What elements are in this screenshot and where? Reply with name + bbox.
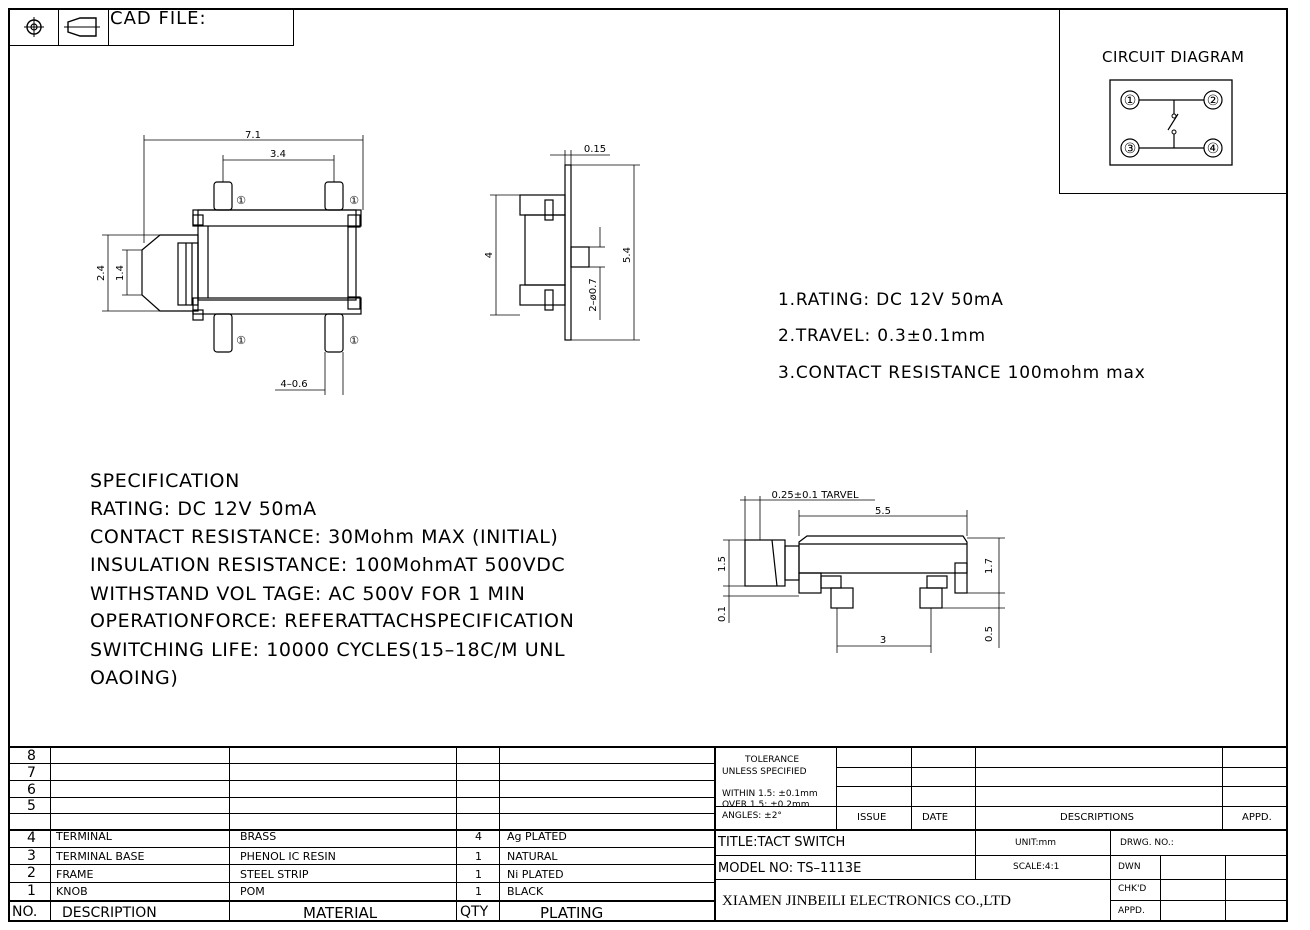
bom-plating-4: Ag PLATED (507, 830, 567, 843)
cad-file-box (8, 8, 294, 46)
pin-1-label: ① (1124, 93, 1137, 109)
bom-no-7: 7 (27, 765, 36, 781)
bom-header-plating: PLATING (540, 904, 604, 922)
pin-mark-1: ① (236, 194, 246, 207)
approved-label: APPD. (1118, 906, 1145, 916)
bom-no-8: 8 (27, 748, 36, 764)
bom-header-description: DESCRIPTION (62, 905, 157, 921)
pin-mark-3: ① (236, 334, 246, 347)
spec-withstand-voltage: WITHSTAND VOL TAGE: AC 500V FOR 1 MIN (90, 583, 526, 605)
scale-label: SCALE:4:1 (1013, 862, 1060, 872)
bom-material-3: PHENOL IC RESIN (240, 850, 336, 863)
drawing-frame (8, 8, 1288, 922)
bom-material-2: STEEL STRIP (240, 868, 309, 881)
bom-material-1: POM (240, 885, 265, 898)
bom-desc-2: FRAME (56, 868, 94, 881)
dim-pin-width: 4–0.6 (280, 379, 307, 390)
tolerance-within: WITHIN 1.5: ±0.1mm (722, 789, 818, 799)
appd-label: APPD. (1242, 812, 1272, 823)
bom-qty-2: 1 (475, 868, 482, 881)
dim-side-pin: 2–ø0.7 (588, 278, 599, 311)
spec-switching-life-cont: OAOING) (90, 667, 179, 689)
drawing-number-label: DRWG. NO.: (1120, 838, 1174, 848)
model-number: MODEL NO: TS–1113E (718, 861, 862, 876)
unit-label: UNIT:mm (1015, 838, 1057, 848)
bom-qty-1: 1 (475, 885, 482, 898)
note-contact-resistance: 3.CONTACT RESISTANCE 100mohm max (778, 363, 1146, 383)
dim-side-height: 4 (484, 252, 495, 258)
pin-3-label: ③ (1124, 141, 1137, 157)
dim-side-thickness: 0.15 (584, 144, 606, 155)
bom-material-4: BRASS (240, 830, 277, 843)
side-view-drawing: 0.15 4 5.4 2–ø0.7 (484, 144, 640, 341)
dim-left-outer: 2.4 (96, 265, 107, 281)
bom-no-3: 3 (27, 848, 36, 864)
circuit-diagram-box (1059, 8, 1288, 194)
circuit-diagram: ① ② ③ ④ (1109, 79, 1233, 166)
front-view-drawing: 0.25±0.1 TARVEL 5.5 1.5 1.7 0.1 3 0.5 (717, 490, 1005, 653)
cad-file-label: CAD FILE: (110, 8, 207, 29)
issue-label: ISSUE (857, 812, 887, 823)
pin-mark-4: ① (349, 334, 359, 347)
tolerance-angles: ANGLES: ±2° (722, 811, 782, 821)
company-name: XIAMEN JINBEILI ELECTRONICS CO.,LTD (722, 893, 1012, 909)
pin-mark-2: ① (349, 194, 359, 207)
drawing-title: TITLE:TACT SWITCH (718, 835, 846, 850)
spec-operation-force: OPERATIONFORCE: REFERATTACHSPECIFICATION (90, 610, 575, 632)
dim-travel: 0.25±0.1 TARVEL (771, 490, 858, 501)
projection-symbol-icon (24, 17, 100, 37)
descriptions-label: DESCRIPTIONS (1060, 812, 1135, 823)
date-label: DATE (922, 812, 949, 823)
note-rating: 1.RATING: DC 12V 50mA (778, 290, 1004, 310)
bom-desc-4: TERMINAL (56, 830, 112, 843)
bom-no-5: 5 (27, 798, 36, 814)
tolerance-unless-label: UNLESS SPECIFIED (722, 767, 807, 777)
bom-desc-1: KNOB (56, 885, 88, 898)
note-travel: 2.TRAVEL: 0.3±0.1mm (778, 326, 986, 346)
dim-left-inner: 1.4 (115, 265, 126, 281)
dim-side-total: 5.4 (622, 247, 633, 263)
bom-header-material: MATERIAL (303, 904, 378, 922)
dim-front-right-height: 1.7 (984, 558, 995, 574)
dim-front-pitch: 3 (880, 635, 886, 646)
pin-2-label: ② (1207, 93, 1220, 109)
dim-top-inner: 3.4 (270, 149, 286, 160)
top-view-drawing: 7.1 3.4 2.4 1.4 4–0.6 ① ① ① ① (96, 130, 364, 395)
bom-plating-2: Ni PLATED (507, 868, 564, 881)
dim-front-gap: 0.1 (717, 606, 728, 622)
bom-qty-4: 4 (475, 830, 482, 843)
spec-insulation-resistance: INSULATION RESISTANCE: 100MohmAT 500VDC (90, 554, 566, 576)
circuit-diagram-title: CIRCUIT DIAGRAM (1102, 48, 1245, 66)
bom-desc-3: TERMINAL BASE (56, 850, 145, 863)
pin-4-label: ④ (1207, 141, 1220, 157)
bom-qty-3: 1 (475, 850, 482, 863)
dim-top-width: 7.1 (245, 130, 261, 141)
dim-front-pin-height: 0.5 (984, 626, 995, 642)
tolerance-label: TOLERANCE (745, 755, 800, 765)
spec-contact-resistance: CONTACT RESISTANCE: 30Mohm MAX (INITIAL) (90, 526, 559, 548)
bom-plating-1: BLACK (507, 885, 544, 898)
spec-rating: RATING: DC 12V 50mA (90, 498, 317, 520)
drawn-label: DWN (1118, 862, 1141, 872)
dim-front-left-height: 1.5 (717, 556, 728, 572)
bom-no-4: 4 (27, 830, 36, 846)
bom-no-2: 2 (27, 865, 36, 881)
bom-header-no: NO. (12, 904, 38, 920)
tolerance-over: OVER 1.5: ±0.2mm (722, 800, 810, 810)
bom-plating-3: NATURAL (507, 850, 558, 863)
dim-front-width: 5.5 (875, 506, 891, 517)
checked-label: CHK'D (1118, 884, 1147, 894)
spec-switching-life: SWITCHING LIFE: 10000 CYCLES(15–18C/M UN… (90, 639, 566, 661)
table-top-border (8, 746, 1288, 748)
bom-no-1: 1 (27, 883, 36, 899)
bom-header-qty: QTY (460, 904, 489, 920)
bom-no-6: 6 (27, 782, 36, 798)
spec-heading: SPECIFICATION (90, 470, 240, 492)
